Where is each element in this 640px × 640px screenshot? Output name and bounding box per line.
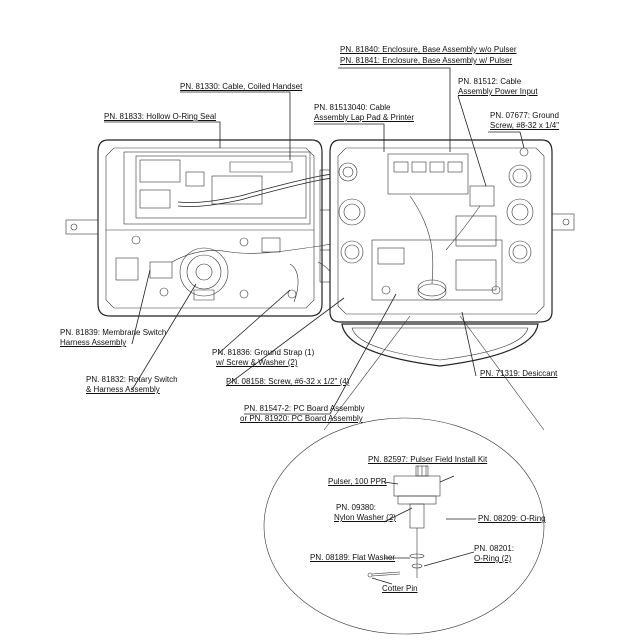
label-membrane-line2: Harness Assembly <box>60 338 127 347</box>
label-cotter-pin: Cotter Pin <box>382 584 418 593</box>
label-pulser: Pulser, 100 PPR <box>328 477 387 486</box>
label-oring-seal: PN. 81833: Hollow O-Ring Seal <box>104 112 217 121</box>
label-base-assembly-wo-pulser: PN. 81840: Enclosure, Base Assembly w/o … <box>340 45 517 54</box>
label-power-cable-line2: Assembly Power Input <box>458 87 538 96</box>
label-pc-board-line2: or PN. 81920: PC Board Assembly <box>240 414 363 423</box>
label-coiled-handset: PN. 81330: Cable, Coiled Handset <box>180 82 303 91</box>
label-desiccant: PN. 71319: Desiccant <box>480 369 558 378</box>
label-ground-strap-line2: w/ Screw & Washer (2) <box>216 358 298 367</box>
label-lap-pad-line1: PN. 81513040: Cable <box>314 103 391 112</box>
label-rotary-switch-line2: & Harness Assembly <box>86 385 160 394</box>
label-screw: PN. 08158: Screw, #6-32 x 1/2" (4) <box>226 377 350 386</box>
enclosure-base <box>329 139 575 367</box>
label-ground-strap-line1: PN. 81836: Ground Strap (1) <box>212 348 315 357</box>
label-flat-washer: PN. 08189: Flat Washer <box>310 553 396 562</box>
label-nylon-washer-line1: PN. 09380: <box>336 503 377 512</box>
label-power-cable-line1: PN. 81512: Cable <box>458 77 522 86</box>
label-nylon-washer-line2: Nylon Washer (2) <box>334 513 396 522</box>
label-lap-pad-line2: Assembly Lap Pad & Printer <box>314 113 415 122</box>
label-rotary-switch-line1: PN. 81832: Rotary Switch <box>86 375 178 384</box>
label-oring-08201-line2: O-Ring (2) <box>474 554 512 563</box>
label-membrane-line1: PN. 81839: Membrane Switch <box>60 328 167 337</box>
label-base-assembly-w-pulser: PN. 81841: Enclosure, Base Assembly w/ P… <box>340 56 513 65</box>
label-oring-08201-line1: PN. 08201: <box>474 544 515 553</box>
label-ground-screw-line1: PN. 07677: Ground <box>490 111 559 120</box>
label-ground-screw-line2: Screw, #8-32 x 1/4" <box>490 121 560 130</box>
label-pc-board-line1: PN. 81547-2: PC Board Assembly <box>244 404 365 413</box>
pulser-detail-view <box>263 315 545 635</box>
label-oring-08209: PN. 08209: O-Ring <box>478 514 546 523</box>
leader-lines <box>104 67 525 585</box>
label-pulser-kit: PN. 82597: Pulser Field Install Kit <box>368 455 488 464</box>
